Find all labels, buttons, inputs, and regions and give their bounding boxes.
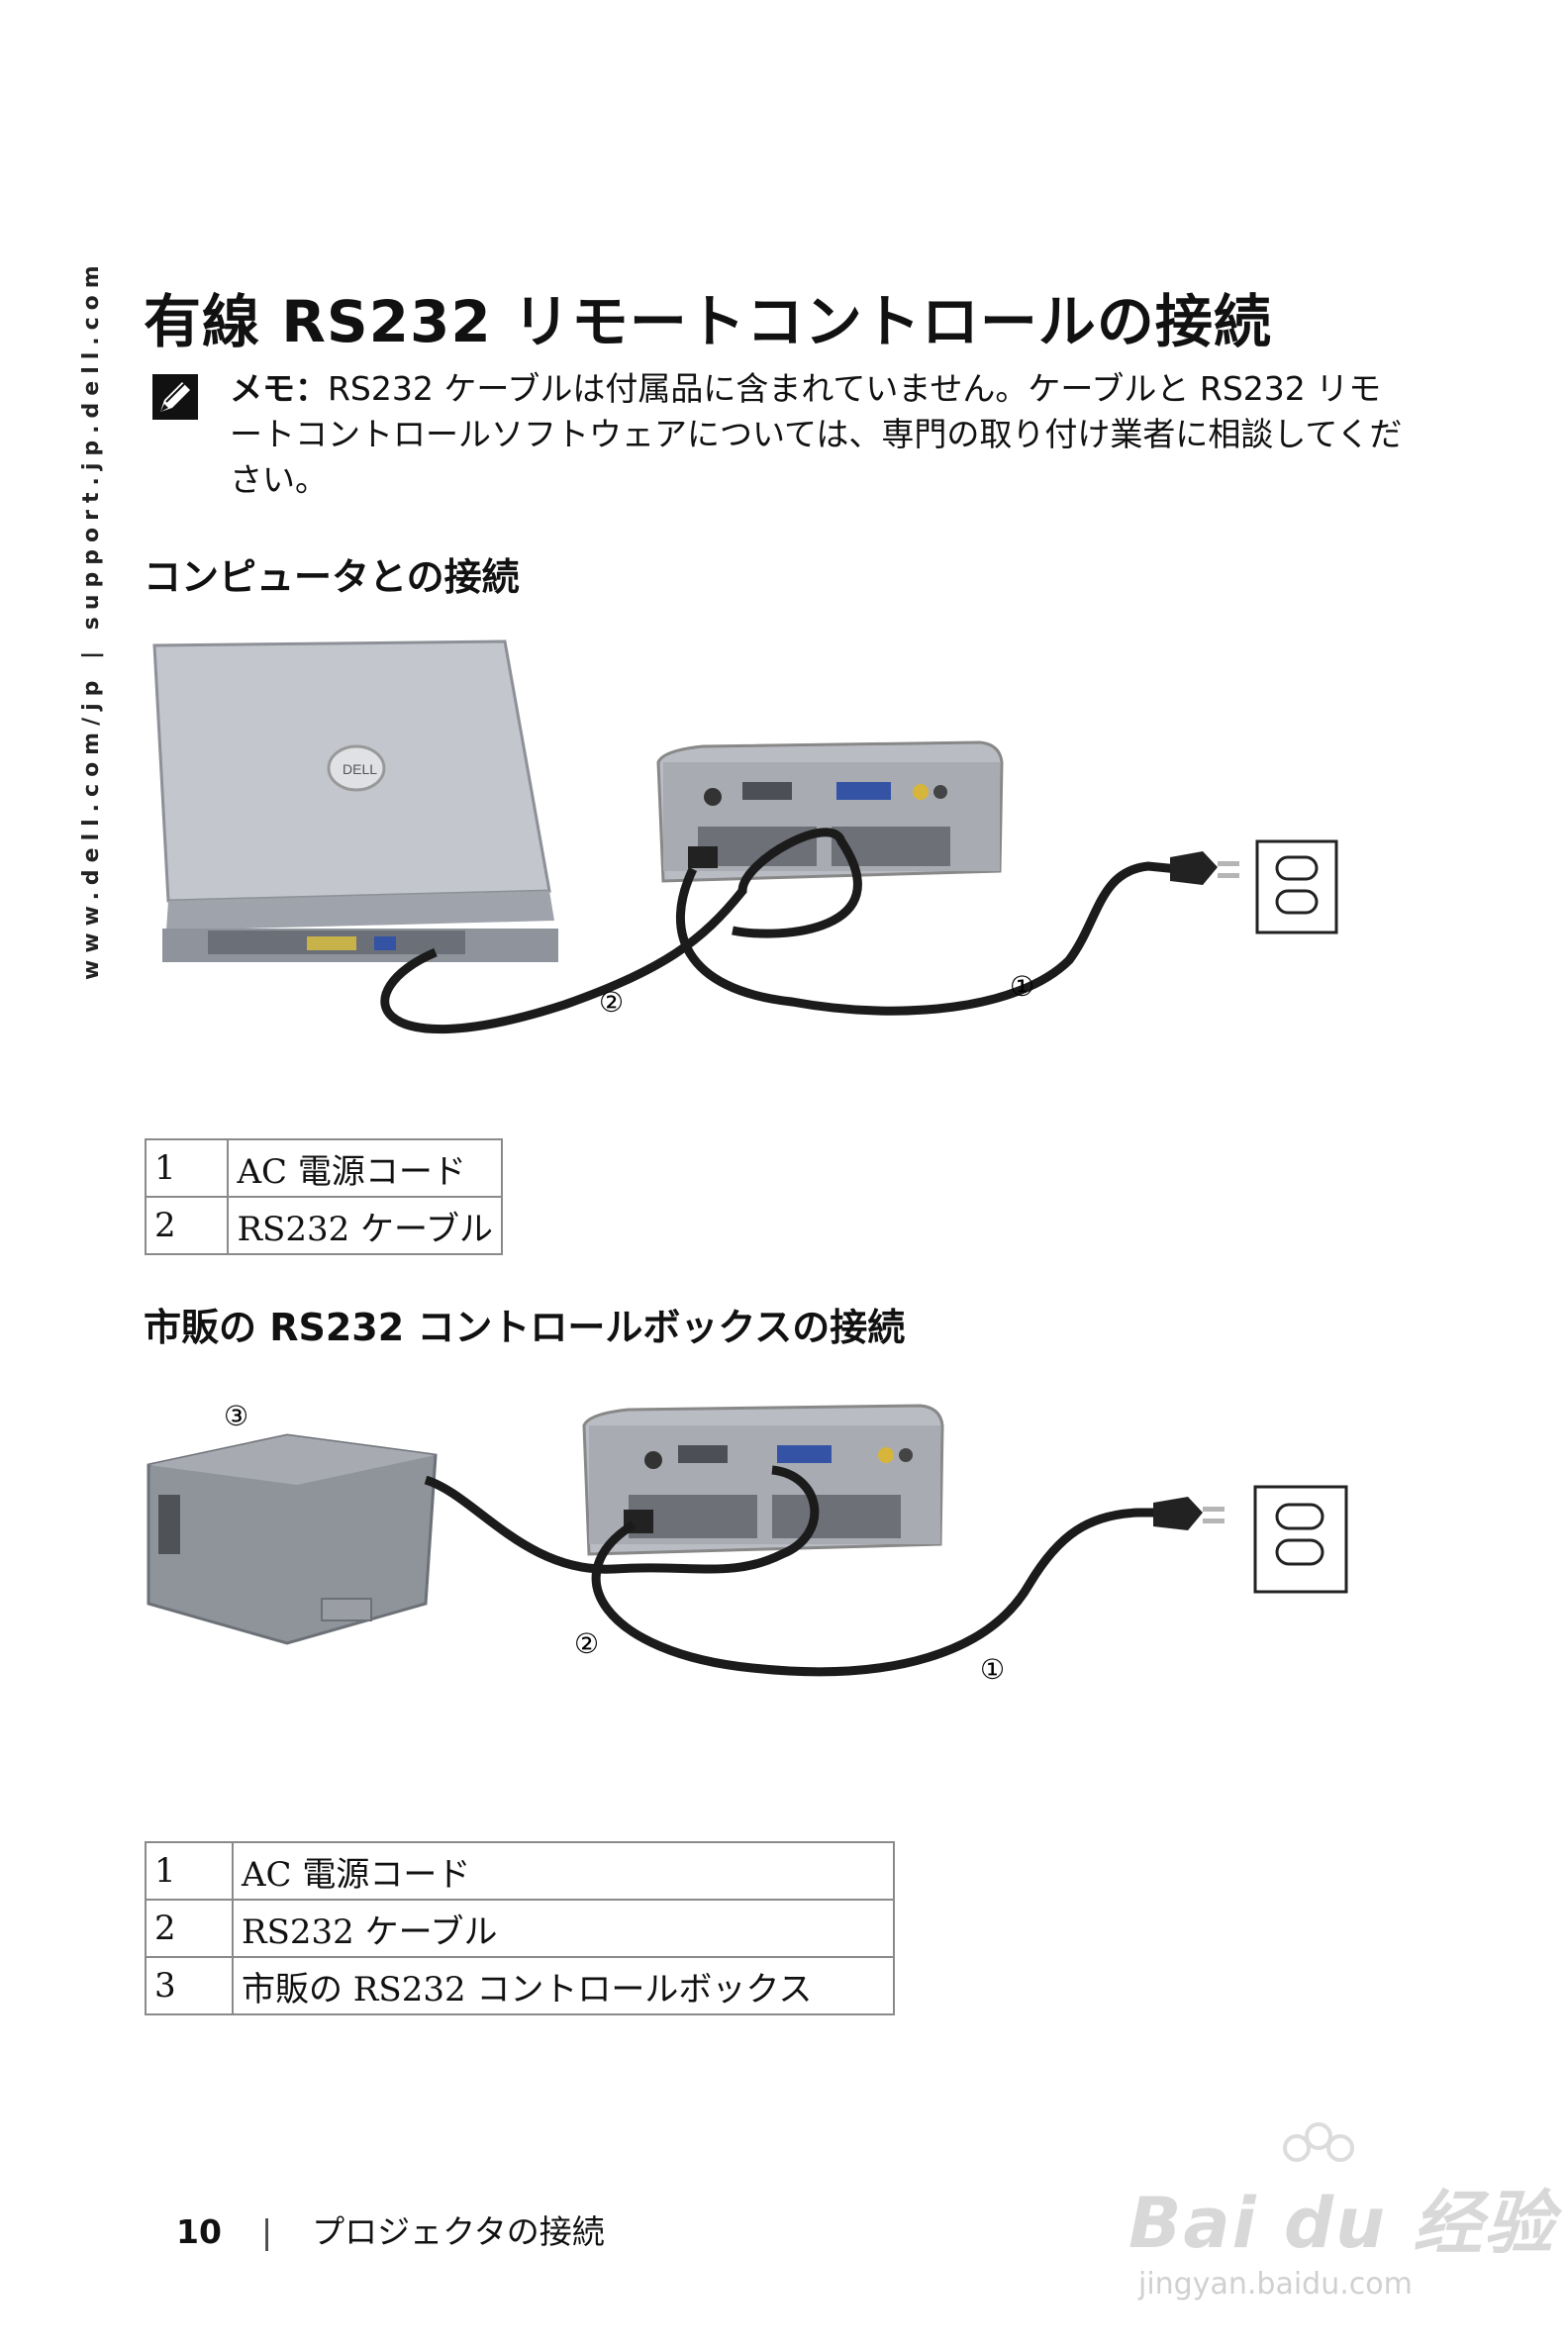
computer-connection-diagram: DELL ② ① (152, 639, 1338, 1033)
table-row: 2 RS232 ケーブル (145, 1899, 895, 1958)
side-url-text: www.dell.com/jp | support.jp.dell.com (79, 258, 104, 980)
callout-1: ① (980, 1653, 1005, 1686)
footer-separator: | (260, 2212, 273, 2251)
wall-outlet-illustration (1253, 1485, 1348, 1594)
power-plug-illustration (1153, 1497, 1225, 1530)
wall-outlet-illustration (1255, 839, 1338, 934)
legend-number: 2 (145, 1899, 234, 1958)
note-pencil-icon (152, 374, 198, 420)
callout-1: ① (1010, 970, 1034, 1003)
side-url: www.dell.com/jp | support.jp.dell.com (79, 258, 119, 980)
watermark-logo: Bai du 经验 (1128, 2183, 1556, 2264)
ac-power-cord (676, 861, 1179, 1016)
table-row: 2 RS232 ケーブル (144, 1196, 503, 1255)
projector-illustration (656, 740, 1004, 883)
ac-power-cord (591, 1508, 1158, 1677)
footer-chapter: プロジェクタの接続 (312, 2212, 605, 2251)
legend-number: 3 (145, 1956, 234, 2015)
power-plug-illustration (1170, 851, 1239, 885)
control-box-illustration (147, 1433, 438, 1645)
watermark-url: jingyan.baidu.com (1138, 2267, 1413, 2302)
legend-label: RS232 ケーブル (227, 1196, 503, 1255)
note-label: メモ： (230, 369, 328, 408)
projector-illustration (582, 1404, 944, 1556)
laptop-illustration: DELL (152, 639, 558, 962)
legend-label: 市販の RS232 コントロールボックス (232, 1956, 895, 2015)
rs232-cable (424, 1465, 820, 1574)
callout-3: ③ (224, 1400, 248, 1432)
section-heading-control-box: 市販の RS232 コントロールボックスの接続 (144, 1306, 906, 1349)
watermark: Bai du 经验 jingyan.baidu.com (1109, 2118, 1553, 2316)
rs232-cable (380, 828, 862, 1033)
legend-label: RS232 ケーブル (232, 1899, 895, 1958)
svg-text:DELL: DELL (343, 761, 377, 777)
page-number: 10 (176, 2212, 222, 2251)
paw-logo-icon (1283, 2122, 1354, 2162)
page-footer: 10 | プロジェクタの接続 (176, 2205, 605, 2253)
table-row: 3 市販の RS232 コントロールボックス (145, 1956, 895, 2015)
legend-number: 2 (144, 1196, 230, 1255)
legend-number: 1 (144, 1138, 230, 1198)
callout-2: ② (574, 1627, 599, 1660)
page-title: 有線 RS232 リモートコントロールの接続 (144, 288, 1272, 355)
note-text: メモ：RS232 ケーブルは付属品に含まれていません。ケーブルと RS232 リ… (230, 366, 1408, 503)
legend-label: AC 電源コード (227, 1138, 503, 1198)
legend-number: 1 (145, 1841, 234, 1901)
legend-table-control-box: 1 AC 電源コード 2 RS232 ケーブル 3 市販の RS232 コントロ… (145, 1841, 895, 2015)
section-heading-computer: コンピュータとの接続 (144, 555, 520, 599)
note-body: RS232 ケーブルは付属品に含まれていません。ケーブルと RS232 リモート… (230, 369, 1403, 499)
control-box-connection-diagram: ③ ② ① (147, 1400, 1348, 1686)
legend-table-computer: 1 AC 電源コード 2 RS232 ケーブル (144, 1138, 503, 1255)
table-row: 1 AC 電源コード (145, 1841, 895, 1901)
callout-2: ② (599, 986, 624, 1019)
legend-label: AC 電源コード (232, 1841, 895, 1901)
table-row: 1 AC 電源コード (144, 1138, 503, 1198)
